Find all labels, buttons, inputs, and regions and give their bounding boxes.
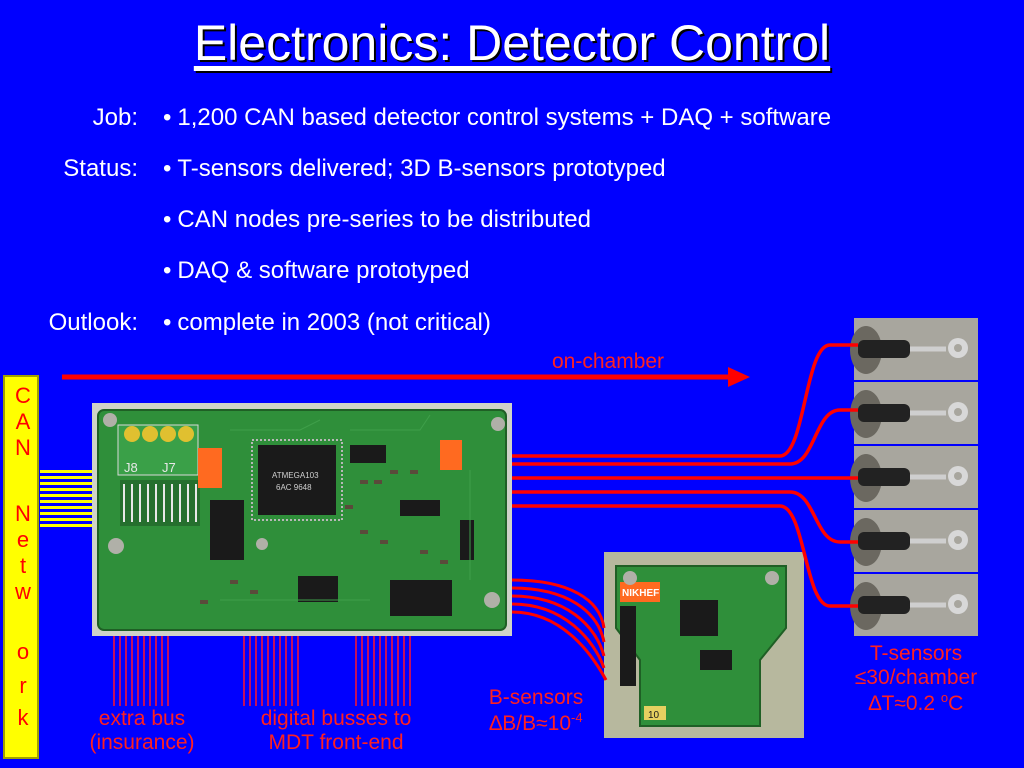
- can-letter: w: [15, 579, 31, 604]
- t-sensor-photo: [850, 446, 978, 508]
- row-label: Outlook:: [48, 309, 138, 336]
- digital-busses-label: digital busses to MDT front-end: [260, 707, 412, 754]
- b-sensor-board-photo: [604, 552, 804, 738]
- t-sensor-photos: [850, 318, 978, 636]
- board-tag: 10: [648, 710, 660, 721]
- can-letter: e: [16, 527, 30, 552]
- bullet-item: •DAQ & software prototyped: [163, 257, 470, 284]
- nikhef-logo-text: NIKHEF: [622, 588, 659, 599]
- bullet-item: •complete in 2003 (not critical): [163, 309, 491, 336]
- can-letter: t: [19, 553, 27, 578]
- can-letter: k: [17, 705, 29, 730]
- digital-bus-lines-1: [243, 636, 299, 706]
- digital-bus-lines-2: [355, 636, 411, 706]
- can-letter: N: [15, 501, 31, 526]
- bullet-item: •CAN nodes pre-series to be distributed: [163, 206, 591, 233]
- t-sensor-cables: [512, 343, 858, 608]
- on-chamber-arrow: [62, 367, 750, 387]
- can-node-board-photo: [92, 403, 512, 636]
- t-sensor-photo: [850, 318, 978, 380]
- can-network-box: C A N N e t w o r k: [3, 375, 39, 759]
- t-sensor-photo: [850, 574, 978, 636]
- row-label: Status:: [63, 155, 138, 182]
- can-letter: o: [16, 639, 30, 664]
- bullet-item: •T-sensors delivered; 3D B-sensors proto…: [163, 155, 666, 182]
- board-label-j8: J8: [124, 460, 138, 475]
- can-letter: N: [15, 435, 31, 460]
- t-sensor-photo: [850, 382, 978, 444]
- can-letter: C: [15, 383, 31, 408]
- extra-bus-label: extra bus (insurance): [89, 707, 195, 754]
- chip-label-2: 6AC 9648: [276, 483, 312, 492]
- bullet-item: •1,200 CAN based detector control system…: [163, 104, 832, 131]
- can-letter: A: [15, 409, 31, 434]
- b-sensors-label: B-sensors ∆B/B≈10-4: [488, 686, 584, 735]
- chip-label: ATMEGA103: [272, 471, 319, 480]
- row-label: Job:: [92, 104, 138, 131]
- extra-bus-lines: [113, 636, 169, 706]
- slide-title: Electronics: Detector Control: [193, 15, 831, 71]
- on-chamber-label: on-chamber: [552, 350, 665, 373]
- b-sensor-cables: [511, 578, 608, 681]
- t-sensor-photo: [850, 510, 978, 572]
- can-connector: [40, 470, 96, 527]
- can-letter: r: [19, 673, 27, 698]
- board-label-j7: J7: [162, 460, 176, 475]
- t-sensors-label: T-sensors ≤30/chamber ∆T≈0.2 oC: [854, 642, 978, 715]
